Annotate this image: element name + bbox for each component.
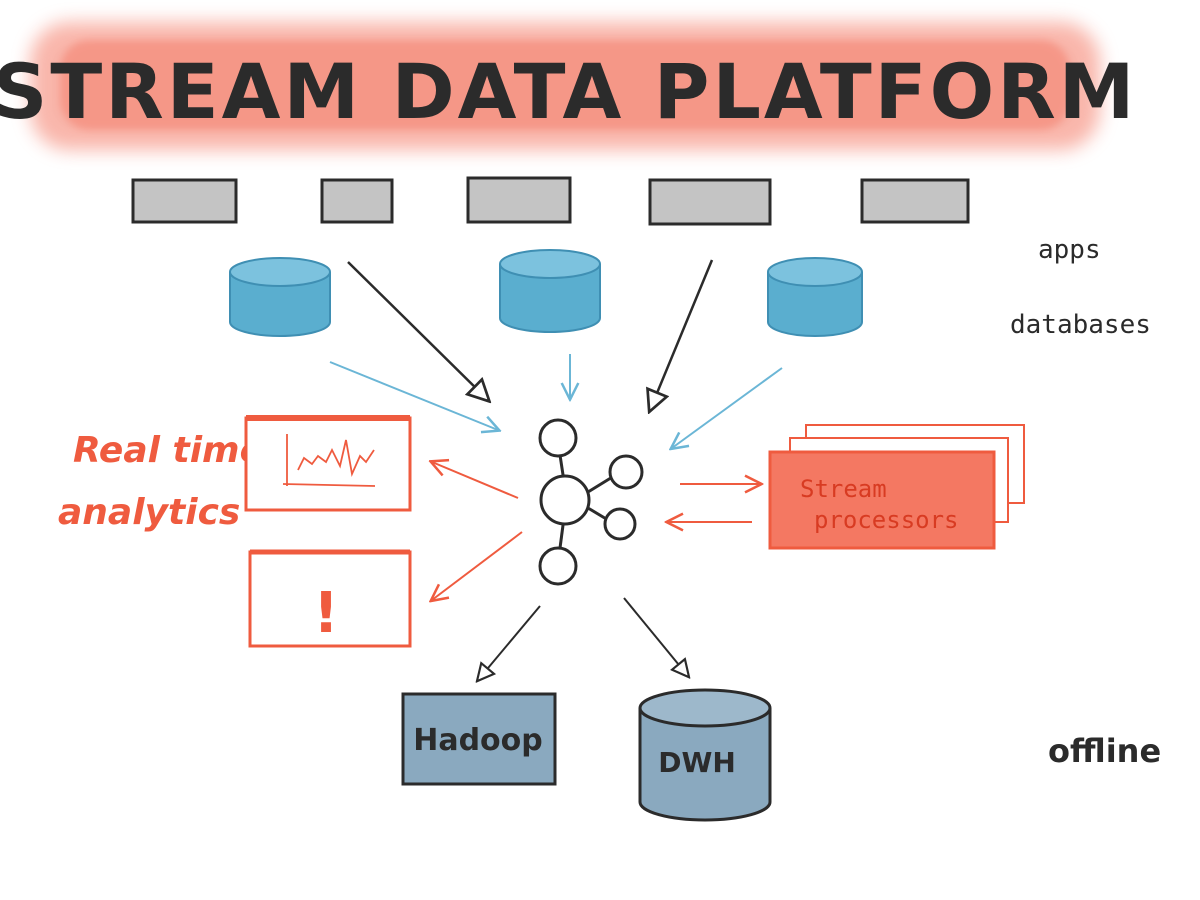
dwh-cylinder: DWH — [638, 688, 772, 822]
hub-node — [538, 546, 578, 586]
databases-label: databases — [1010, 310, 1151, 340]
analytics-chart-panel — [244, 415, 412, 512]
alert-panel: ! — [248, 549, 412, 648]
databases-row — [229, 249, 863, 337]
title-banner: Stream Data Platform — [0, 22, 1137, 150]
hub-node — [603, 507, 637, 541]
apps-row — [131, 176, 970, 226]
hub-node-center — [539, 474, 591, 526]
hub-node — [538, 418, 578, 458]
app-to-hub-arrow — [650, 259, 714, 410]
app-to-hub-arrow — [347, 261, 488, 400]
hub-to-chart-arrow — [432, 462, 519, 499]
hadoop-label: Hadoop — [413, 723, 543, 758]
database-cylinder — [767, 257, 863, 337]
app-box — [466, 176, 572, 224]
database-cylinder — [499, 249, 601, 333]
app-box — [648, 178, 772, 226]
dwh-label: DWH — [658, 746, 736, 779]
offline-label: offline — [1048, 732, 1161, 770]
realtime-analytics-line2: analytics — [58, 492, 240, 533]
hub-to-hadoop-arrow — [478, 605, 541, 680]
stream-processors-stack: Stream processors — [768, 424, 1025, 550]
db-to-hub-arrow — [672, 367, 783, 448]
hub-node — [608, 454, 644, 490]
incoming-arrows — [329, 259, 783, 448]
exclamation-icon: ! — [313, 581, 339, 646]
line-chart-icon — [282, 434, 376, 487]
hub-to-alert-arrow — [432, 531, 523, 600]
title-wash-inner — [60, 40, 1070, 130]
hadoop-box: Hadoop — [401, 692, 557, 786]
hub-to-dwh-arrow — [623, 597, 688, 676]
app-box — [131, 178, 238, 224]
db-to-hub-arrow — [329, 361, 498, 430]
stream-processors-line1: Stream — [800, 475, 887, 503]
page-title: Stream Data Platform — [0, 47, 1137, 136]
app-box — [860, 178, 970, 224]
kafka-hub-icon — [538, 418, 644, 586]
realtime-analytics-line1: Real time — [73, 430, 264, 471]
stream-processors-box — [768, 450, 996, 550]
apps-label: apps — [1038, 235, 1101, 265]
app-box — [320, 178, 394, 224]
stream-processors-line2: processors — [814, 506, 959, 534]
database-cylinder — [229, 257, 331, 337]
